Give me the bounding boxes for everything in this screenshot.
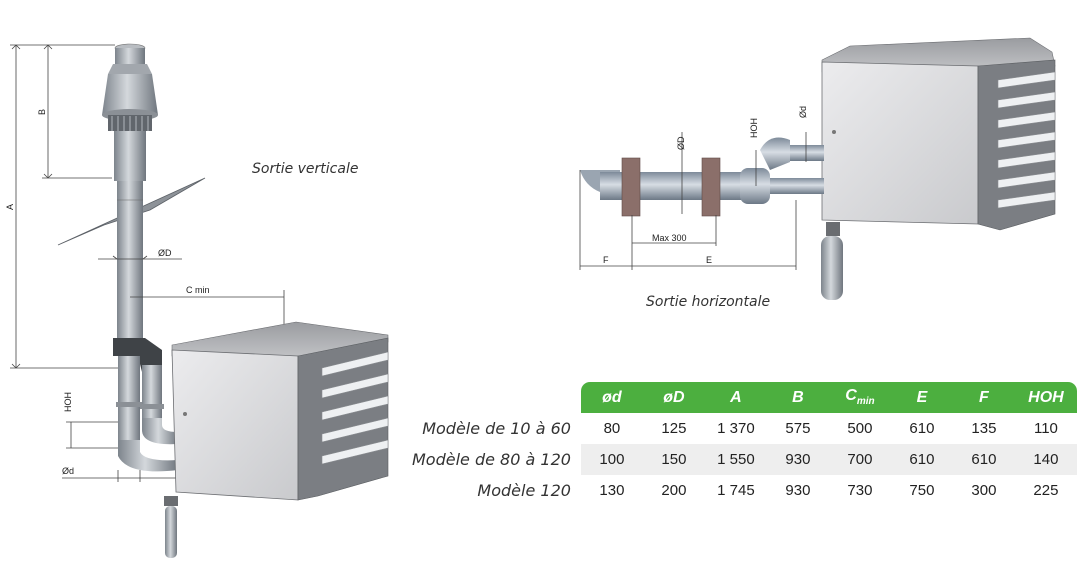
row-label: Modèle de 80 à 120 [412, 450, 571, 469]
header-e: E [890, 382, 953, 413]
dimension-b-label: B [37, 109, 47, 115]
table-row: Modèle 120 130 200 1 745 930 730 750 300… [412, 475, 1077, 506]
table-cell: 930 [785, 482, 811, 499]
dimension-hoh-h-label: HOH [749, 118, 759, 138]
header-hoh: HOH [1014, 382, 1077, 413]
table-row: Modèle de 10 à 60 80 125 1 370 575 500 6… [412, 413, 1077, 444]
table-cell: 500 [847, 420, 873, 437]
dimension-outer-diameter-h-label: ØD [676, 136, 686, 150]
table-cell: 100 [580, 444, 643, 475]
table-header-row: ød øD A B Cmin E F HOH [412, 382, 1077, 413]
table-cell: 125 [661, 420, 687, 437]
dimension-inner-diameter-label: Ød [62, 466, 74, 476]
table-cell: 130 [599, 482, 625, 499]
caption-horizontal-outlet: Sortie horizontale [646, 294, 771, 310]
dimension-hoh [66, 421, 118, 449]
row-label: Modèle de 10 à 60 [422, 419, 571, 438]
row-label: Modèle 120 [477, 481, 571, 500]
table-cell: 150 [642, 444, 705, 475]
dimension-a [10, 44, 118, 369]
dimension-outer-diameter-label: ØD [158, 248, 172, 258]
flue-elbows [113, 338, 178, 472]
dimension-b [42, 44, 112, 179]
table-row: Modèle de 80 à 120 100 150 1 550 930 700… [412, 444, 1077, 475]
dimension-inner-diameter-h-label: Ød [798, 106, 808, 118]
header-c-min: Cmin [828, 382, 891, 413]
table-cell: 135 [971, 420, 997, 437]
dimension-lengths-h [579, 170, 797, 270]
dimension-f-label: F [603, 255, 609, 265]
table-cell: 1 745 [717, 482, 755, 499]
dimension-hoh-label: HOH [63, 392, 73, 412]
dimension-e-label: E [706, 255, 712, 265]
heater-unit-horizontal [821, 37, 1056, 300]
table-cell: 575 [785, 420, 811, 437]
chimney-terminal [102, 43, 158, 181]
header-small-diameter: ød [580, 382, 643, 413]
dimension-inner-diameter [62, 470, 178, 482]
dimension-max-label: Max 300 [652, 233, 687, 243]
heater-unit-vertical [164, 321, 389, 558]
header-f: F [952, 382, 1015, 413]
table-cell: 140 [1014, 444, 1077, 475]
table-cell: 110 [1033, 420, 1058, 437]
table-corner [412, 382, 581, 413]
dimension-c-min-label: C min [186, 285, 210, 295]
table-cell: 930 [766, 444, 829, 475]
table-cell: 610 [890, 444, 953, 475]
vertical-outlet-diagram: A B [5, 43, 389, 558]
table-cell: 1 550 [704, 444, 767, 475]
table-cell: 200 [661, 482, 687, 499]
horizontal-flue-pipe [580, 137, 824, 217]
dimensions-table: ød øD A B Cmin E F HOH Modèle de 10 à 60… [412, 382, 1077, 506]
dimension-a-label: A [5, 204, 15, 210]
table-cell: 225 [1033, 482, 1059, 499]
dimension-outer-diameter [98, 255, 182, 260]
table-cell: 300 [971, 482, 997, 499]
header-b: B [766, 382, 829, 413]
vertical-flue-pipe [117, 181, 143, 341]
table-cell: 750 [909, 482, 935, 499]
table-cell: 700 [828, 444, 891, 475]
table-cell: 730 [847, 482, 873, 499]
table-cell: 80 [603, 420, 621, 437]
header-a: A [704, 382, 767, 413]
table-cell: 610 [909, 420, 935, 437]
table-cell: 1 370 [717, 420, 755, 437]
header-c-subscript: min [856, 396, 875, 408]
horizontal-outlet-diagram: ØD HOH Ød Max 300 F E [579, 37, 1056, 300]
caption-vertical-outlet: Sortie verticale [252, 161, 359, 177]
header-c-letter: C [845, 387, 857, 405]
table-cell: 610 [952, 444, 1015, 475]
header-large-diameter: øD [642, 382, 705, 413]
